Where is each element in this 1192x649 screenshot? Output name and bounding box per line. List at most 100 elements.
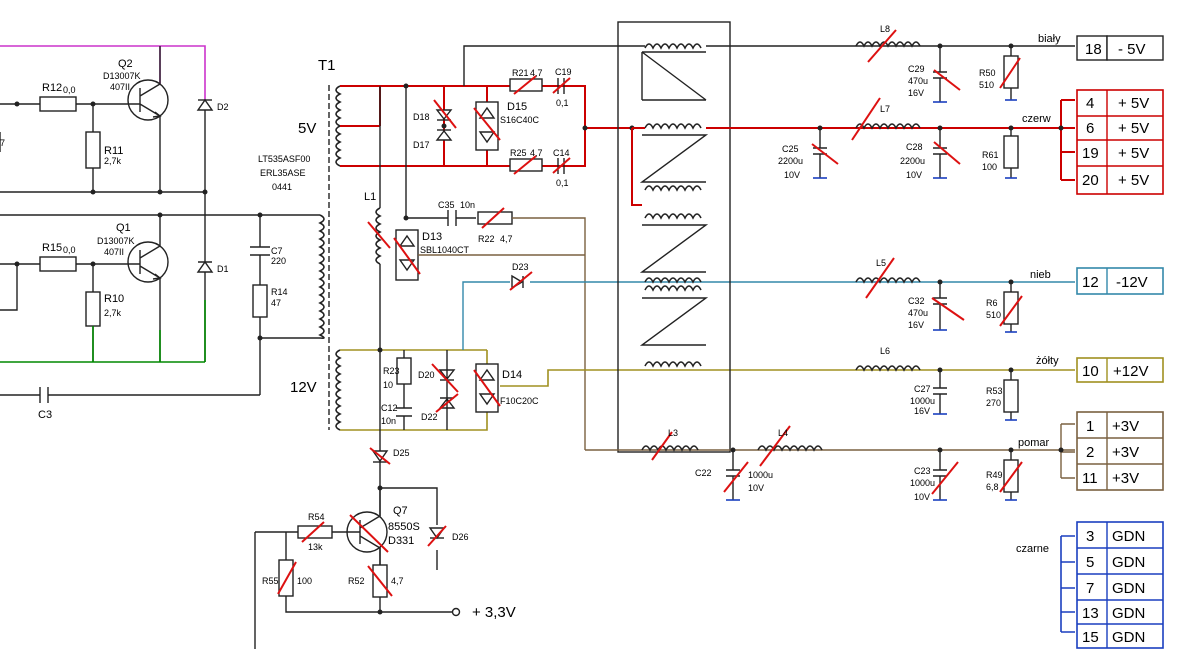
c25-voltage: 10V xyxy=(784,170,800,180)
pin-6: 6 xyxy=(1086,120,1094,137)
r22-value: 4,7 xyxy=(500,234,513,244)
c14-value: 0,1 xyxy=(556,178,569,188)
r54-ref: R54 xyxy=(308,512,325,522)
c22-voltage: 10V xyxy=(748,483,764,493)
t1-mark-3: 0441 xyxy=(272,182,292,192)
t1-mark-1: LT535ASF00 xyxy=(258,154,310,164)
d26-ref: D26 xyxy=(452,532,469,542)
pin-7: 7 xyxy=(1086,580,1094,597)
r49-ref: R49 xyxy=(986,470,1003,480)
q2-ref: Q2 xyxy=(118,58,133,70)
resistor-r10 xyxy=(85,291,101,327)
rectifier-d13: L1 D13 SBL1040CT C35 10n R22 4,7 xyxy=(364,86,586,450)
pin-5: 5 xyxy=(1086,554,1094,571)
pin-1: 1 xyxy=(1086,418,1094,435)
pin-5-voltage: GDN xyxy=(1112,554,1145,571)
c19-ref: C19 xyxy=(555,67,572,77)
c22-value: 1000u xyxy=(748,470,773,480)
pin-20: 20 xyxy=(1082,172,1099,189)
c7-value: 220 xyxy=(271,256,286,266)
d15-ref: D15 xyxy=(507,101,527,113)
zolty-label: żółty xyxy=(1036,355,1059,367)
r54-value: 13k xyxy=(308,542,323,552)
pin-12-voltage: -12V xyxy=(1116,274,1148,291)
resistor-r12 xyxy=(39,96,77,112)
transformer-t1: T1 LT535ASF00 ERL35ASE 0441 5V 12V xyxy=(258,57,342,431)
pin-19-voltage: + 5V xyxy=(1118,145,1149,162)
d18-ref: D18 xyxy=(413,112,430,122)
r23-value: 10 xyxy=(383,380,393,390)
d15-part: S16C40C xyxy=(500,115,540,125)
resistor-r53 xyxy=(1003,379,1019,413)
r10-value: 2,7k xyxy=(104,308,122,318)
c14-ref: C14 xyxy=(553,148,570,158)
d2-ref: D2 xyxy=(217,102,229,112)
resistor-r14 xyxy=(252,284,268,318)
svg-text:7: 7 xyxy=(0,138,5,148)
diode-d1: D1 xyxy=(196,260,229,362)
rail-33v-label: + 3,3V xyxy=(472,604,516,621)
diode-d15 xyxy=(475,101,499,151)
resistor-r22 xyxy=(477,211,513,225)
l7-ref: L7 xyxy=(880,104,890,114)
diode-d2: D2 xyxy=(196,98,229,270)
c7-ref: C7 xyxy=(271,246,283,256)
l6-ref: L6 xyxy=(880,346,890,356)
rectifier-5v: D18 D17 D15 S16C40C R21 4,7 C19 0,1 R25 … xyxy=(340,67,635,221)
d25-ref: D25 xyxy=(393,448,410,458)
r50-value: 510 xyxy=(979,80,994,90)
q2-code: 407II xyxy=(110,82,130,92)
r14-ref: R14 xyxy=(271,287,288,297)
pin-18-voltage: - 5V xyxy=(1118,41,1146,58)
c29-ref: C29 xyxy=(908,64,925,74)
r25-ref: R25 xyxy=(510,148,527,158)
pin-10: 10 xyxy=(1082,363,1099,380)
pin-2: 2 xyxy=(1086,444,1094,461)
transistor-q1: Q1 D13007K 407II xyxy=(97,215,169,362)
d23-ref: D23 xyxy=(512,262,529,272)
pin-10-voltage: +12V xyxy=(1113,363,1148,380)
pin-12: 12 xyxy=(1082,274,1099,291)
c19-value: 0,1 xyxy=(556,98,569,108)
d13-ref: D13 xyxy=(422,231,442,243)
c28-voltage: 10V xyxy=(906,170,922,180)
q2-type: D13007K xyxy=(103,71,141,81)
connector-pins: 18 - 5V 4 + 5V 6 + 5V 19 + 5V 20 + 5V 12… xyxy=(1076,35,1164,649)
c23-ref: C23 xyxy=(914,466,931,476)
q7-ref: Q7 xyxy=(393,505,408,517)
r6-value: 510 xyxy=(986,310,1001,320)
pin-11: 11 xyxy=(1082,470,1098,487)
c27-value: 1000u xyxy=(910,396,935,406)
transistor-q2: Q2 D13007K 407II xyxy=(103,46,169,190)
czarne-label: czarne xyxy=(1016,543,1049,555)
pin-4-voltage: + 5V xyxy=(1118,95,1149,112)
r52-ref: R52 xyxy=(348,576,365,586)
bialy-label: biały xyxy=(1038,33,1061,45)
d22-ref: D22 xyxy=(421,412,438,422)
pin-15-voltage: GDN xyxy=(1112,629,1145,646)
resistor-r15 xyxy=(39,256,77,272)
d17-ref: D17 xyxy=(413,140,430,150)
pin-3: 3 xyxy=(1086,528,1094,545)
resistor-r11 xyxy=(85,131,101,169)
half-bridge-section: Q2 D13007K 407II R12 0,0 R11 2,7k 7 D2 xyxy=(0,45,320,421)
q7-code: D331 xyxy=(388,535,414,547)
q1-ref: Q1 xyxy=(116,222,131,234)
r21-value: 4,7 xyxy=(530,68,543,78)
c22-ref: C22 xyxy=(695,468,712,478)
pin-13: 13 xyxy=(1082,605,1099,622)
r53-ref: R53 xyxy=(986,386,1003,396)
c25-ref: C25 xyxy=(782,144,799,154)
r12-value: 0,0 xyxy=(63,85,76,95)
r6-ref: R6 xyxy=(986,298,998,308)
pin-18: 18 xyxy=(1085,41,1102,58)
regulator-3v3: D25 Q7 8550S D331 D26 R54 13k R55 100 R5… xyxy=(254,440,516,649)
r14-value: 47 xyxy=(271,298,281,308)
l8-ref: L8 xyxy=(880,24,890,34)
c3-ref: C3 xyxy=(38,409,52,421)
r55-ref: R55 xyxy=(262,576,279,586)
r21-ref: R21 xyxy=(512,68,529,78)
q1-code: 407II xyxy=(104,247,124,257)
q1-type: D13007K xyxy=(97,236,135,246)
